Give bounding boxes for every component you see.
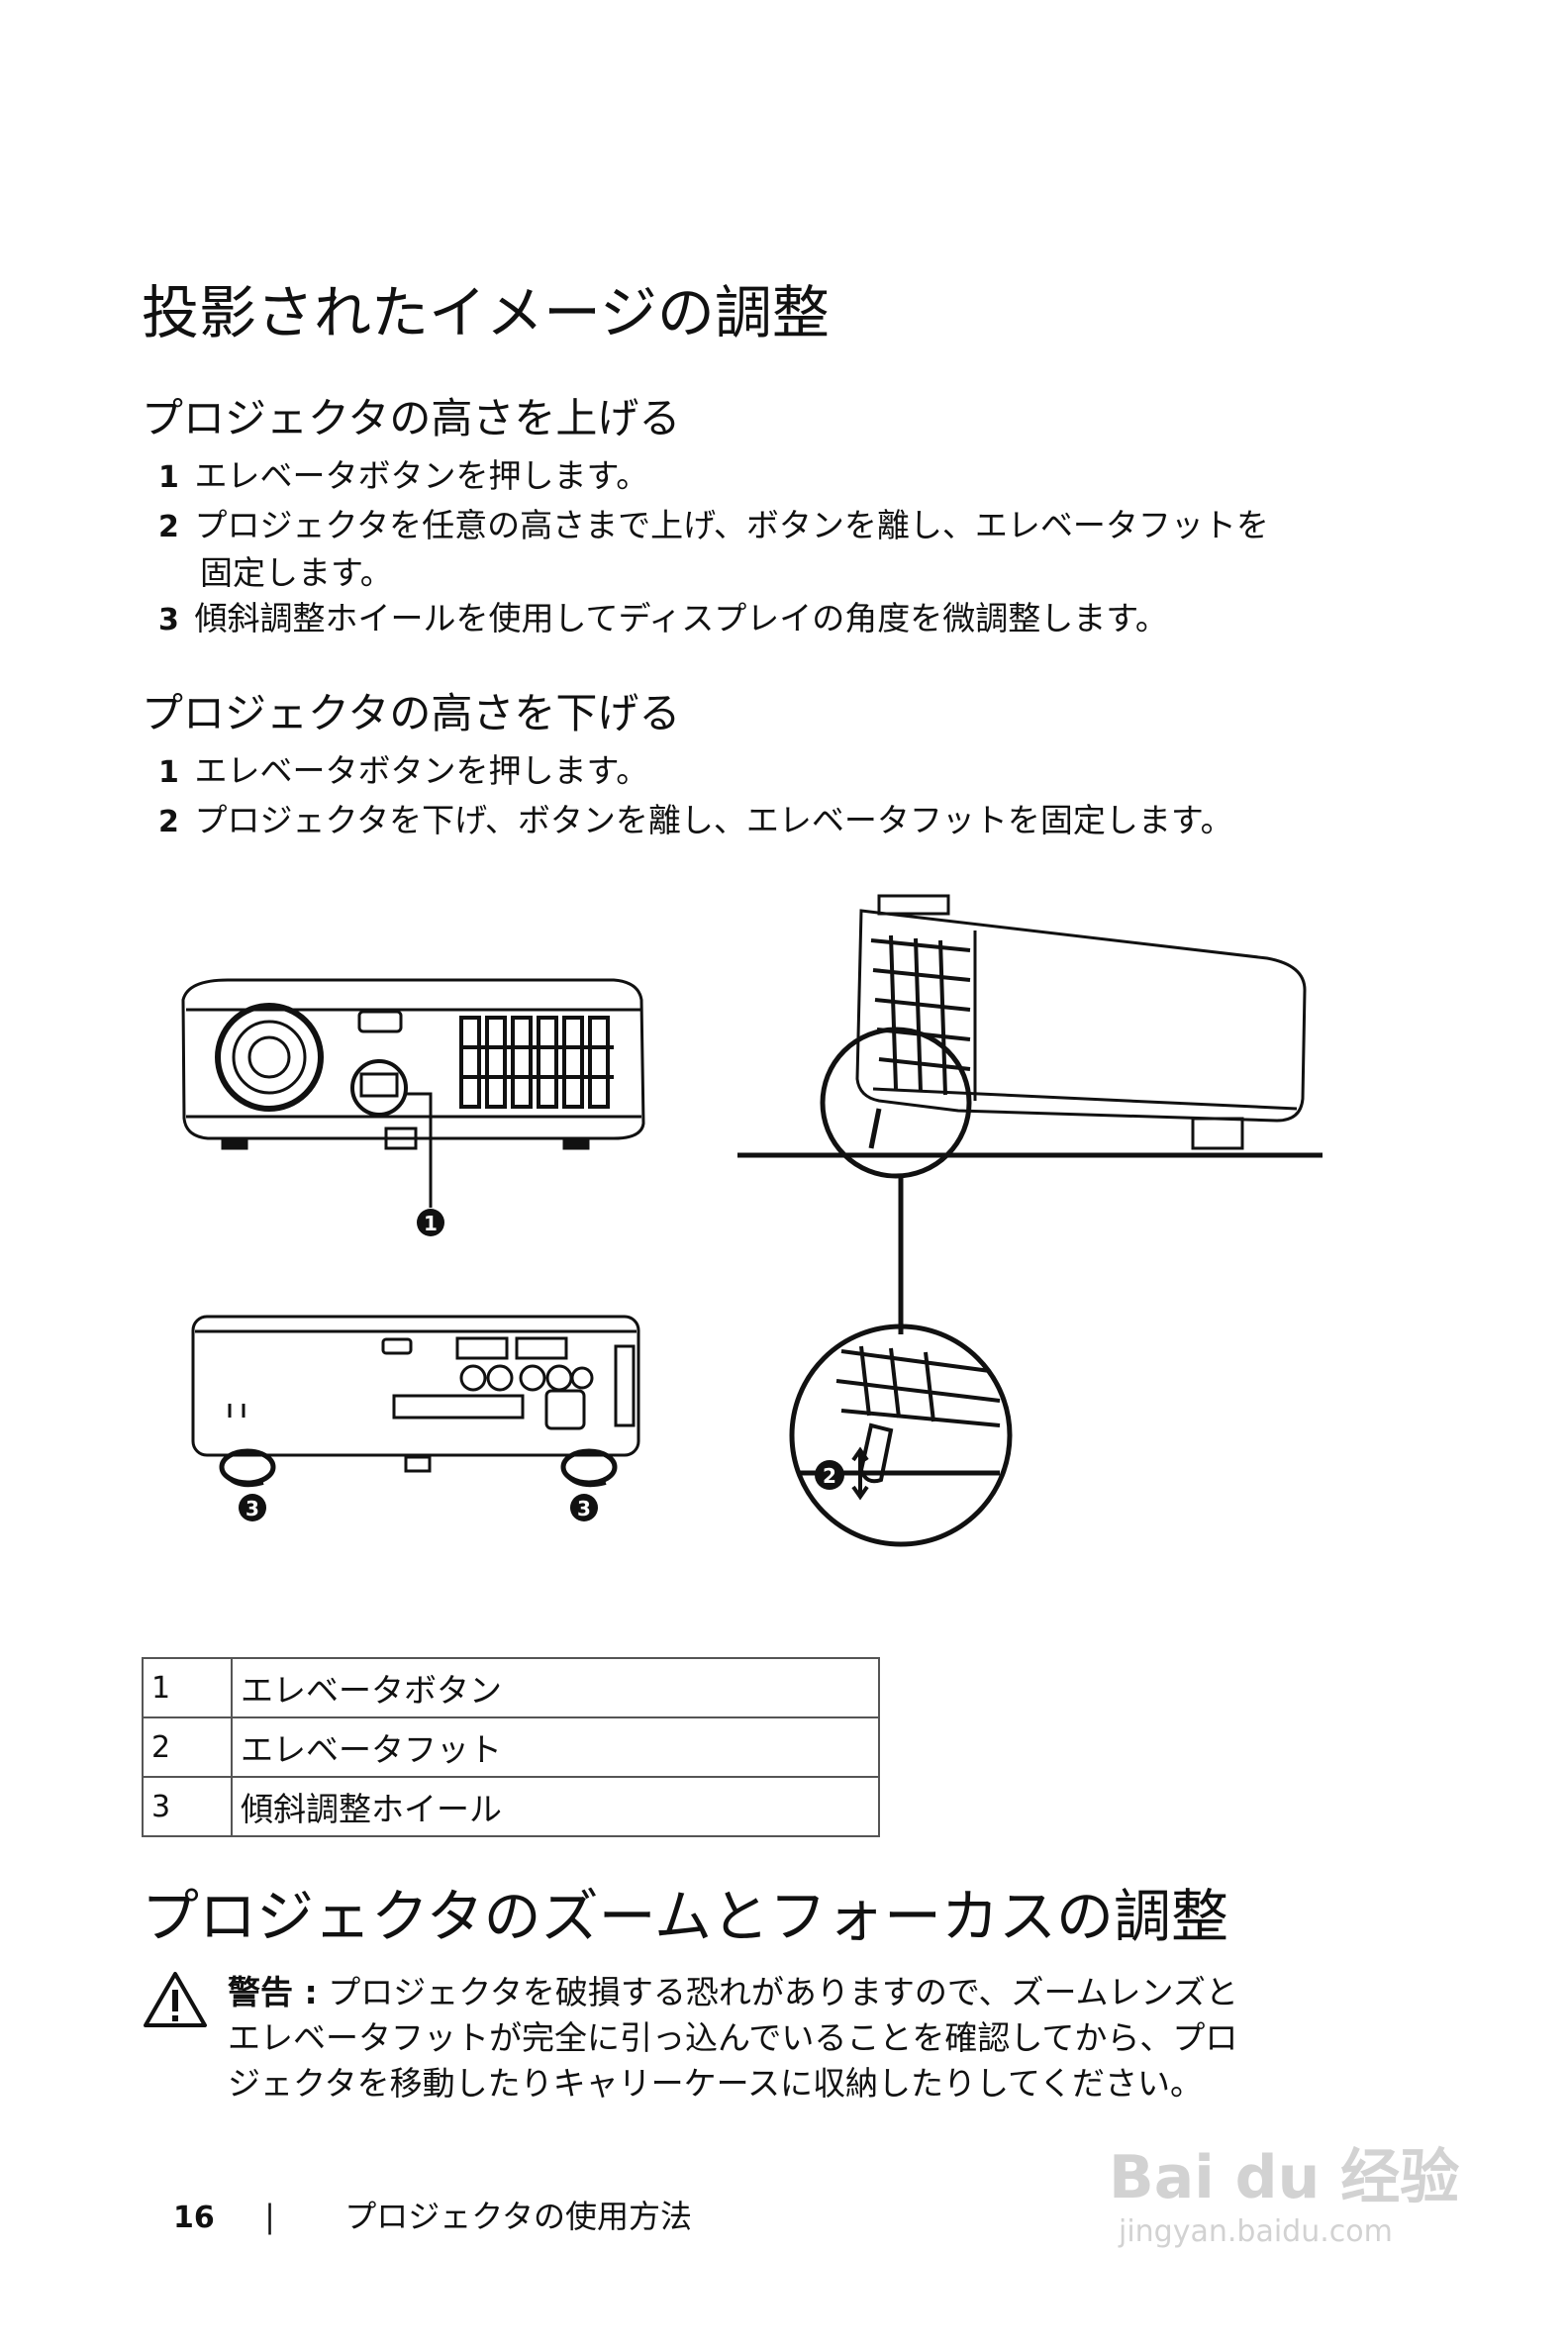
page-footer: 16 | プロジェクタの使用方法: [173, 2192, 692, 2237]
zoom-section-heading: プロジェクタのズームとフォーカスの調整: [142, 1883, 1228, 1950]
warning-text-line-2: エレベータフットが完全に引っ込んでいることを確認してから、プロ: [228, 2018, 1238, 2057]
step-text: 傾斜調整ホイールを使用してディスプレイの角度を微調整します。: [194, 599, 1168, 637]
raise-heading: プロジェクタの高さを上げる: [142, 394, 681, 442]
footer-section-title: プロジェクタの使用方法: [344, 2198, 692, 2235]
step-text-continued: 固定します。: [200, 553, 393, 592]
page-number: 16: [173, 2201, 215, 2235]
step-text: エレベータボタンを押します。: [194, 456, 649, 495]
raise-step-1: 1 エレベータボタンを押します。: [158, 453, 648, 501]
legend-number: 2: [142, 1716, 233, 1778]
step-number: 2: [158, 510, 179, 544]
lower-heading: プロジェクタの高さを下げる: [142, 689, 681, 737]
callout-3-left-number: 3: [245, 1497, 259, 1520]
table-row: 2 エレベータフット: [142, 1716, 880, 1778]
legend-table: 1 エレベータボタン 2 エレベータフット 3 傾斜調整ホイール: [142, 1657, 880, 1837]
watermark-brand: Bai du 经验: [1109, 2143, 1460, 2212]
callout-2: 2: [815, 1460, 844, 1490]
step-number: 1: [158, 755, 179, 790]
callout-3-right: 3: [570, 1494, 598, 1521]
warning-text-line-1: プロジェクタを破損する恐れがありますので、ズームレンズと: [328, 1973, 1238, 2011]
legend-label: エレベータフット: [231, 1716, 880, 1778]
callout-1: 1: [417, 1209, 444, 1236]
projector-side-view: [737, 894, 1323, 1547]
step-number: 3: [158, 603, 179, 637]
step-number: 2: [158, 805, 179, 839]
watermark-url: jingyan.baidu.com: [1119, 2214, 1393, 2249]
table-row: 1 エレベータボタン: [142, 1657, 880, 1718]
step-text: プロジェクタを下げ、ボタンを離し、エレベータフットを固定します。: [194, 801, 1233, 839]
projector-back-view: [191, 1315, 640, 1488]
callout-3-right-number: 3: [577, 1497, 591, 1520]
warning-label: 警告 :: [228, 1973, 318, 2011]
callout-1-number: 1: [424, 1212, 438, 1235]
raise-step-2: 2 プロジェクタを任意の高さまで上げ、ボタンを離し、エレベータフットを 固定しま…: [158, 503, 1269, 596]
step-text: エレベータボタンを押します。: [194, 751, 649, 790]
legend-label: 傾斜調整ホイール: [231, 1776, 880, 1837]
warning-text-line-3: ジェクタを移動したりキャリーケースに収納したりしてください。: [228, 2064, 1204, 2103]
footer-separator: |: [264, 2198, 275, 2235]
warning-icon: [144, 1972, 207, 2027]
step-text: プロジェクタを任意の高さまで上げ、ボタンを離し、エレベータフットを: [194, 506, 1269, 544]
step-number: 1: [158, 460, 179, 495]
lower-step-2: 2 プロジェクタを下げ、ボタンを離し、エレベータフットを固定します。: [158, 798, 1233, 845]
projector-front-view: [181, 978, 645, 1150]
legend-label: エレベータボタン: [231, 1657, 880, 1718]
raise-step-3: 3 傾斜調整ホイールを使用してディスプレイの角度を微調整します。: [158, 596, 1168, 643]
callout-2-number: 2: [823, 1464, 836, 1488]
baidu-watermark: Bai du 经验 jingyan.baidu.com: [1109, 2143, 1459, 2252]
warning-note: 警告 : プロジェクタを破損する恐れがありますので、ズームレンズと エレベータフ…: [228, 1970, 1336, 2107]
projector-illustration: 1 2 3 3: [181, 894, 1323, 1547]
legend-number: 1: [142, 1657, 233, 1718]
callout-3-left: 3: [239, 1494, 266, 1521]
table-row: 3 傾斜調整ホイール: [142, 1776, 880, 1837]
legend-number: 3: [142, 1776, 233, 1837]
lower-step-1: 1 エレベータボタンを押します。: [158, 748, 648, 796]
page-title: 投影されたイメージの調整: [142, 279, 830, 346]
